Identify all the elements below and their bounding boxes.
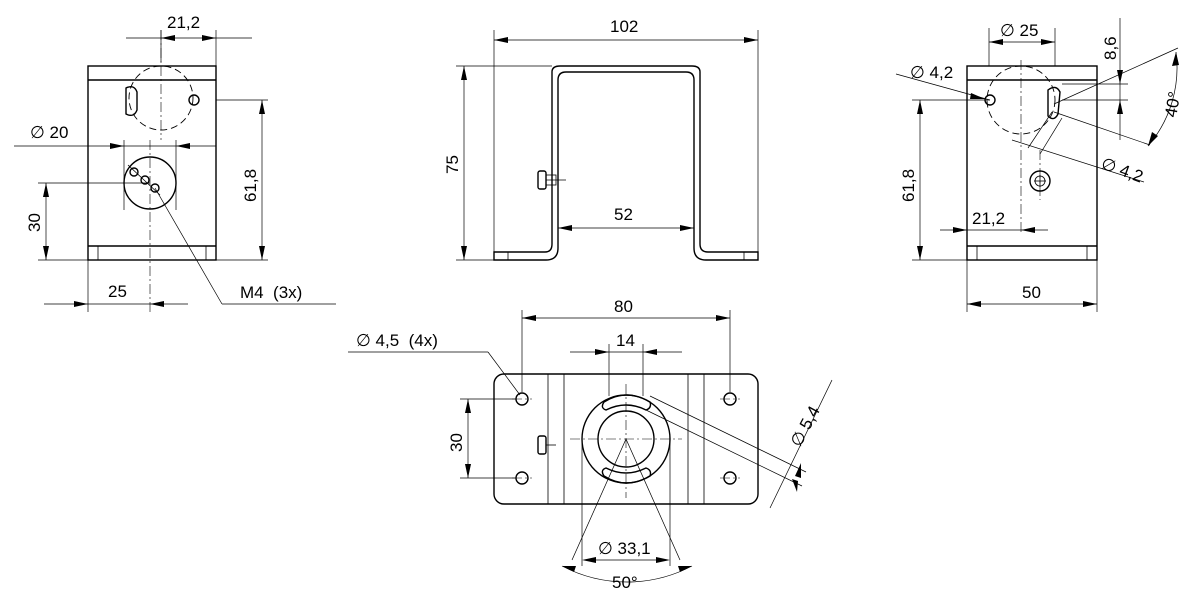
dim-right-8-6: 8,6 bbox=[1101, 36, 1120, 60]
dim-left-30: 30 bbox=[25, 213, 44, 232]
left-view: 21,2 ∅ 20 61,8 30 25 M4 (3x) bbox=[14, 13, 336, 312]
dim-right-61-8: 61,8 bbox=[899, 169, 918, 202]
dim-bottom-30: 30 bbox=[447, 433, 466, 452]
left-slot bbox=[125, 85, 138, 117]
side-screw bbox=[537, 170, 547, 190]
dim-right-dia-4-2-b: ∅ 4,2 bbox=[1099, 154, 1146, 187]
dim-front-52: 52 bbox=[614, 205, 633, 224]
dim-right-50: 50 bbox=[1022, 283, 1041, 302]
label-m4: M4 (3x) bbox=[240, 283, 302, 302]
dim-left-25: 25 bbox=[108, 282, 127, 301]
front-view: 102 75 52 bbox=[443, 17, 759, 261]
dim-front-75: 75 bbox=[443, 155, 462, 174]
bore-slot-top bbox=[601, 394, 652, 411]
right-slot bbox=[1047, 86, 1061, 120]
dim-right-dia-4-2-a: ∅ 4,2 bbox=[910, 63, 953, 82]
dim-left-dia-20: ∅ 20 bbox=[30, 123, 68, 142]
bore-slot-bottom bbox=[601, 467, 652, 484]
left-view-body bbox=[87, 65, 217, 261]
dim-right-21-2: 21,2 bbox=[972, 209, 1005, 228]
dim-bottom-14: 14 bbox=[616, 331, 635, 350]
left-small-hole bbox=[188, 94, 200, 106]
dim-front-102: 102 bbox=[610, 17, 638, 36]
bracket-profile bbox=[493, 65, 759, 261]
dim-left-21-2: 21,2 bbox=[167, 13, 200, 32]
right-view-body bbox=[966, 65, 1098, 261]
label-holes-4-5: ∅ 4,5 (4x) bbox=[356, 331, 438, 350]
dim-left-61-8: 61,8 bbox=[241, 169, 260, 202]
right-view: ∅ 25 8,6 ∅ 4,2 40° ∅ 4,2 61,8 2 bbox=[895, 18, 1184, 312]
dim-right-dia-25: ∅ 25 bbox=[1000, 21, 1038, 40]
bottom-view: 80 ∅ 4,5 (4x) 14 30 ∅ 5,4 ∅ 33,1 bbox=[348, 297, 833, 592]
dim-right-angle-40: 40° bbox=[1161, 90, 1184, 119]
dim-bottom-dia-5-4: ∅ 5,4 bbox=[787, 403, 824, 450]
dim-bottom-dia-33-1: ∅ 33,1 bbox=[598, 539, 651, 558]
bottom-side-screw bbox=[537, 435, 547, 455]
dim-bottom-angle-50: 50° bbox=[612, 573, 638, 592]
plate-outline bbox=[493, 373, 759, 505]
dim-bottom-80: 80 bbox=[614, 297, 633, 316]
